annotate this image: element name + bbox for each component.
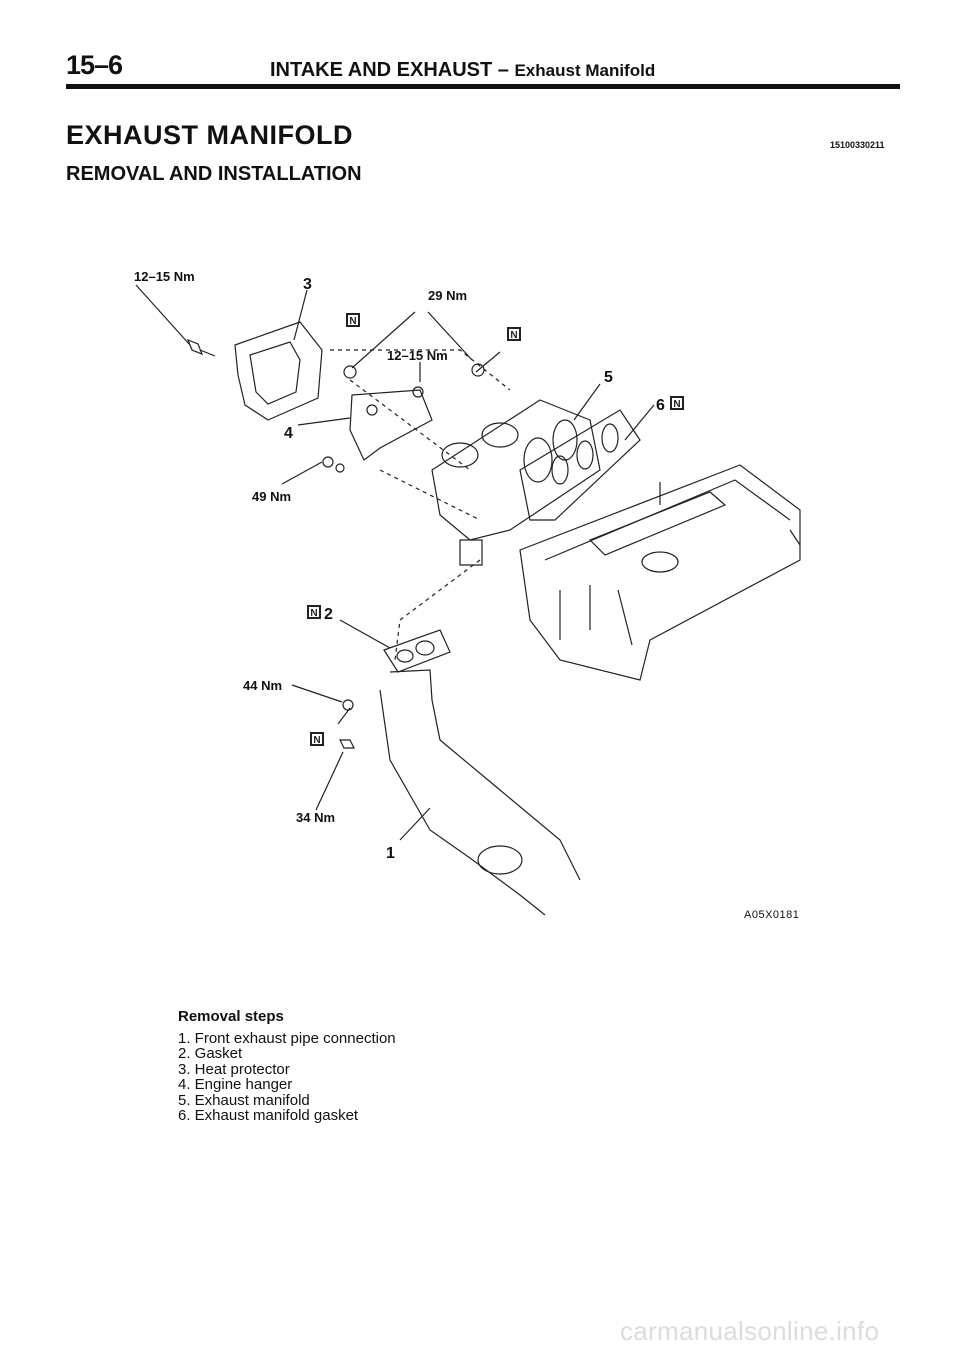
new-part-mark: N <box>507 327 521 341</box>
leader-line <box>399 807 431 841</box>
callout-6: 6 <box>656 397 665 414</box>
new-part-mark-text: N <box>349 316 356 327</box>
watermark: carmanualsonline.info <box>620 1316 880 1346</box>
header-title-main: INTAKE AND EXHAUST – <box>270 59 509 81</box>
page-number: 15–6 <box>66 50 123 80</box>
list-item: 6. Exhaust manifold gasket <box>178 1107 359 1124</box>
section-title: EXHAUST MANIFOLD <box>66 120 353 150</box>
list-item: 1. Front exhaust pipe connection <box>178 1029 396 1047</box>
leader-line <box>475 351 501 373</box>
manifold-outlet <box>459 539 483 566</box>
list-item: 3. Heat protector <box>178 1060 290 1078</box>
leader-line <box>291 684 343 703</box>
exploded-diagram: N N N N N 12–15 Nm 29 Nm 12–15 Nm 49 Nm … <box>134 269 801 921</box>
leader-line <box>297 417 351 426</box>
callout-4: 4 <box>284 425 293 442</box>
heat-protector-inner <box>249 341 301 405</box>
leader-line <box>339 619 391 649</box>
leader-line <box>281 461 323 485</box>
torque-label: 12–15 Nm <box>387 348 448 363</box>
header-title: INTAKE AND EXHAUST – Exhaust Manifold <box>270 59 655 82</box>
bolt <box>412 386 424 398</box>
callout-3: 3 <box>303 276 312 293</box>
nut <box>322 456 334 468</box>
bolt <box>186 338 204 356</box>
flange-nut <box>342 699 354 711</box>
leader-line <box>315 751 344 811</box>
removal-steps-list: 1. Front exhaust pipe connection 2. Gask… <box>178 1029 396 1124</box>
heat-protector <box>234 321 323 421</box>
callout-2: 2 <box>324 606 333 623</box>
leader-line <box>624 404 655 441</box>
list-item: 5. Exhaust manifold <box>178 1091 310 1109</box>
front-exhaust-pipe-edge <box>379 689 546 916</box>
gasket-hole <box>415 640 435 656</box>
washer <box>335 463 345 473</box>
new-part-mark: N <box>310 732 324 746</box>
removal-steps: Removal steps 1. Front exhaust pipe conn… <box>178 1009 396 1124</box>
list-item: 4. Engine hanger <box>178 1076 293 1093</box>
leader-line <box>427 311 473 361</box>
cylinder-head-cover <box>588 491 727 556</box>
engine-block <box>519 464 801 681</box>
manifold-gasket <box>519 409 641 521</box>
exhaust-pipe-gasket <box>383 629 451 673</box>
document-code: 15100330211 <box>830 140 885 150</box>
oil-filler-cap <box>641 551 679 573</box>
new-part-mark-text: N <box>510 330 517 341</box>
removal-steps-title: Removal steps <box>178 1008 284 1025</box>
bolt <box>343 365 357 379</box>
figure-id: A05X0181 <box>744 909 799 921</box>
alignment-guide <box>330 349 511 661</box>
new-part-mark: N <box>307 605 321 619</box>
stud-bolt <box>339 739 355 749</box>
gasket-port <box>576 440 594 470</box>
engine-hanger <box>349 389 433 461</box>
gasket-port <box>601 423 619 453</box>
new-part-mark: N <box>670 396 684 410</box>
manifold-runner <box>552 419 578 461</box>
gasket-hole <box>396 649 414 663</box>
callout-1: 1 <box>386 845 395 862</box>
hanger-hole <box>366 404 378 416</box>
engine-block-edge <box>544 479 791 561</box>
header-title-sub: Exhaust Manifold <box>514 61 656 80</box>
bolt-shaft <box>199 349 216 357</box>
leader-line <box>351 311 416 369</box>
page-header: 15–6 INTAKE AND EXHAUST – Exhaust Manifo… <box>66 50 900 86</box>
front-exhaust-pipe <box>389 669 581 881</box>
engine-rib <box>789 529 801 546</box>
torque-label: 34 Nm <box>296 810 335 825</box>
torque-label: 49 Nm <box>252 489 291 504</box>
torque-label: 44 Nm <box>243 678 282 693</box>
manifold-runner <box>441 442 479 468</box>
new-part-marks: N N N N N <box>307 313 684 746</box>
leader-line <box>135 284 191 346</box>
manifold-runner <box>481 422 519 448</box>
pipe-end <box>477 845 523 875</box>
leader-line <box>293 289 308 341</box>
header-rule <box>66 84 900 89</box>
manifold-runner <box>523 437 553 483</box>
exhaust-manifold <box>431 399 601 541</box>
torque-label: 12–15 Nm <box>134 269 195 284</box>
list-item: 2. Gasket <box>178 1045 243 1062</box>
section-subtitle: REMOVAL AND INSTALLATION <box>66 163 362 185</box>
new-part-mark-text: N <box>313 735 320 746</box>
new-part-mark-text: N <box>673 399 680 410</box>
new-part-mark: N <box>346 313 360 327</box>
leader-line <box>573 383 601 421</box>
gasket-port <box>551 455 569 485</box>
torque-label: 29 Nm <box>428 288 467 303</box>
engine-rib <box>617 589 633 646</box>
leader-line <box>337 707 351 725</box>
new-part-mark-text: N <box>310 608 317 619</box>
callout-5: 5 <box>604 369 613 386</box>
